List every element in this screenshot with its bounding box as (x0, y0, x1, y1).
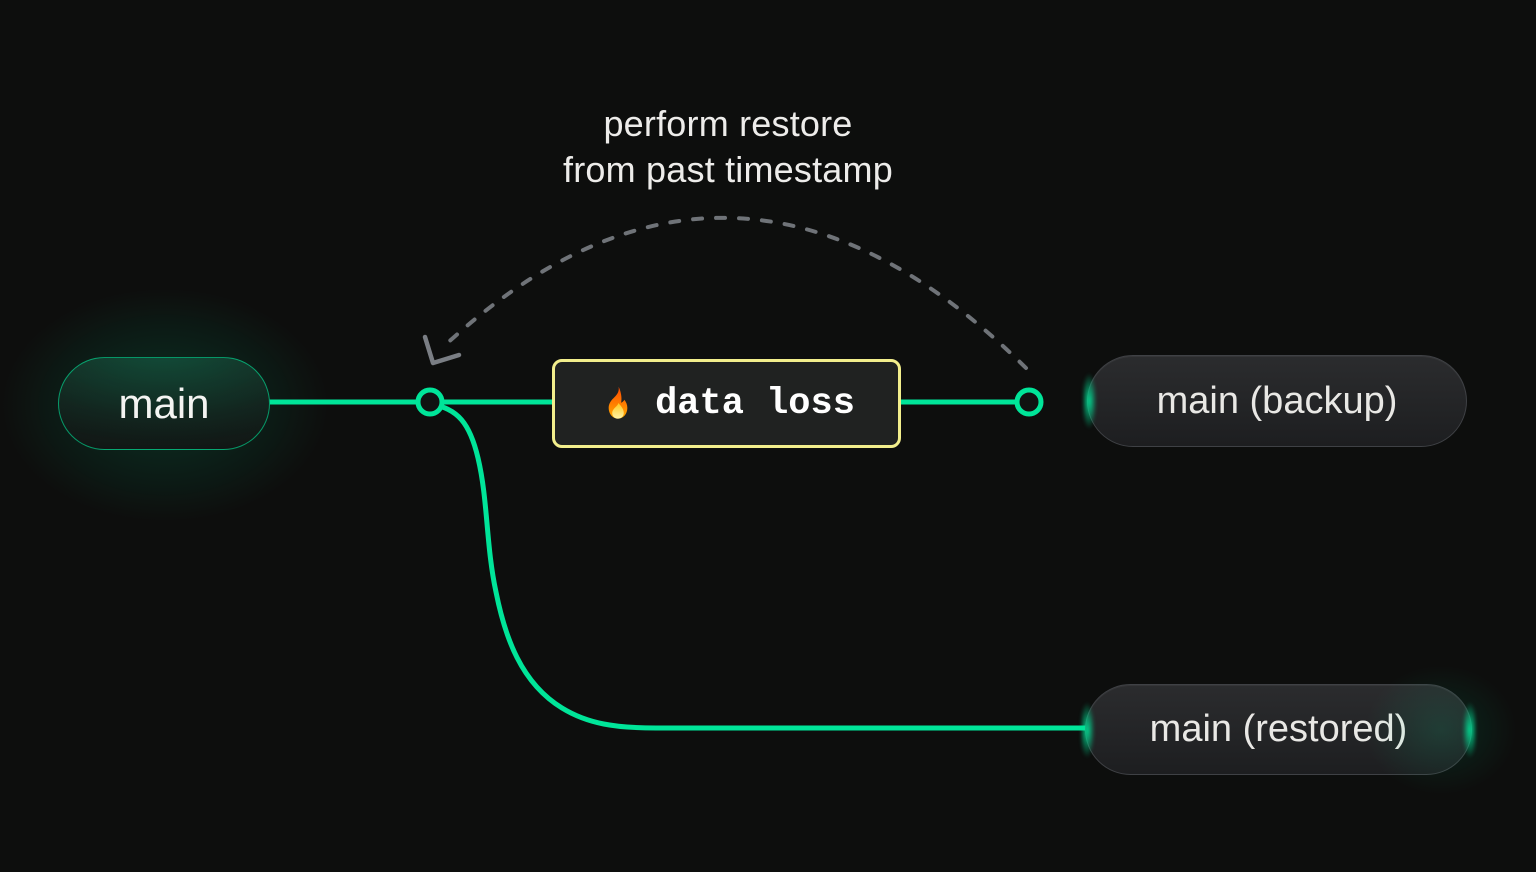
restore-annotation-line1: perform restore (603, 103, 853, 144)
data-loss-label: data loss (655, 382, 855, 425)
branch-node-backup-label: main (backup) (1156, 379, 1398, 422)
branch-point-circle (415, 387, 445, 417)
restore-arrowhead-icon (422, 334, 462, 366)
restore-arc-dashed (440, 216, 1028, 370)
branch-node-main-backup: main (backup) (1083, 355, 1467, 447)
backup-point-circle (1014, 387, 1044, 417)
restore-annotation-line2: from past timestamp (563, 149, 893, 190)
restore-branch-curve (427, 401, 1089, 731)
branch-node-main-label: main (118, 379, 210, 427)
branch-node-main: main (58, 357, 270, 450)
restore-annotation: perform restore from past timestamp (508, 101, 948, 193)
flame-icon (608, 386, 628, 419)
branch-node-main-restored: main (restored) (1081, 640, 1536, 820)
data-loss-event-box: data loss (552, 359, 901, 448)
branch-node-restored-label: main (restored) (1149, 708, 1408, 750)
